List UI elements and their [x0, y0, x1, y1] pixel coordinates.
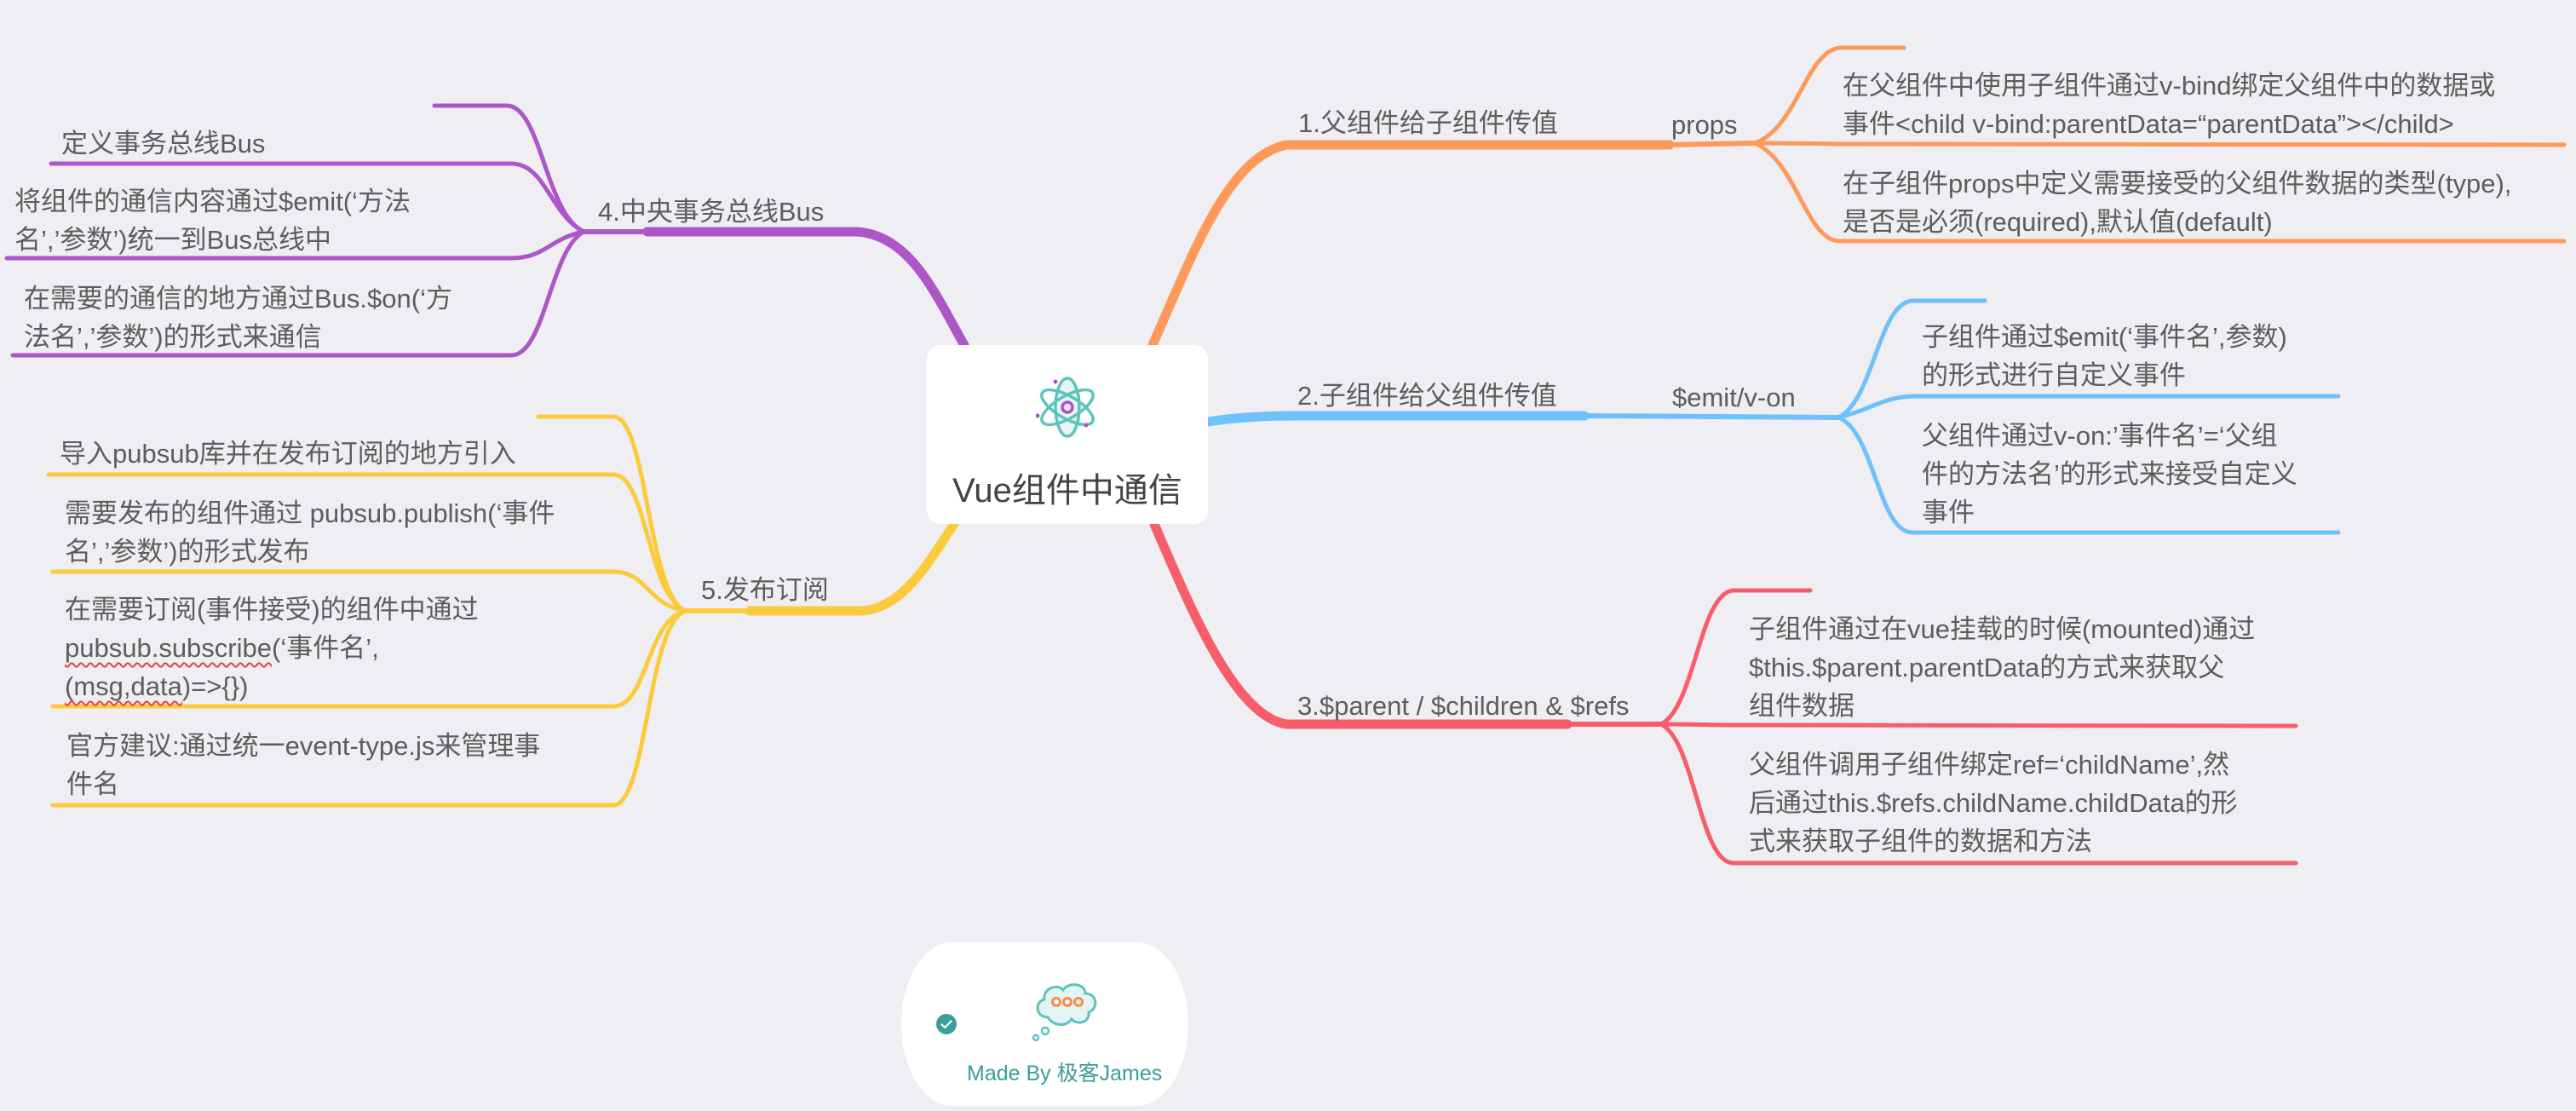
- child-text-line: 导入pubsub库并在发布订阅的地方引入: [60, 439, 516, 469]
- child-text-line: 将组件的通信内容通过$emit(‘方法: [14, 187, 411, 216]
- child-text-line: 件名: [66, 769, 119, 799]
- root-title: Vue组件中通信: [952, 472, 1182, 509]
- child-text-line: 在需要的通信的地方通过Bus.$on(‘方: [24, 284, 452, 314]
- child-text-fragment: (‘事件名’,: [272, 633, 379, 663]
- branch-3-connector: [1149, 519, 2298, 866]
- branch-5-connector: [46, 414, 959, 808]
- child-text-line: $this.$parent.parentData的方式来获取父: [1749, 653, 2225, 682]
- child-text-fragment: )=>{}): [181, 671, 249, 701]
- branch-4-connector: [4, 103, 969, 358]
- branch-2-connector: [1203, 298, 2341, 535]
- child-text-line: 事件<child v-bind:parentData=“parentData”>…: [1843, 109, 2454, 139]
- branch-1-label[interactable]: 1.父组件给子组件传值: [1298, 108, 1558, 138]
- child-text-line: 子组件通过$emit(‘事件名’,参数): [1922, 322, 2287, 352]
- made-by-card[interactable]: Made By 极客James: [901, 942, 1188, 1106]
- child-text-line: 定义事务总线Bus: [61, 129, 266, 158]
- branch-2-label[interactable]: 2.子组件给父组件传值: [1297, 381, 1557, 411]
- child-text-line: 子组件通过在vue挂载的时候(mounted)通过: [1749, 614, 2256, 644]
- child-text-line: 件的方法名’的形式来接受自定义: [1922, 459, 2297, 489]
- thought-cloud-icon: [1032, 983, 1097, 1042]
- branch-3-label[interactable]: 3.$parent / $children & $refs: [1297, 691, 1630, 721]
- child-text-line: 后通过this.$refs.childName.childData的形: [1749, 788, 2238, 818]
- child-text-line: 需要发布的组件通过 pubsub.publish(‘事件: [65, 498, 555, 528]
- child-text-line: 父组件调用子组件绑定ref=‘childName’,然: [1749, 750, 2230, 780]
- child-text-line: 组件数据: [1749, 691, 1854, 721]
- atom-icon: [1036, 377, 1095, 438]
- child-text-line: 事件: [1922, 498, 1975, 527]
- child-text-line: 在父组件中使用子组件通过v-bind绑定父组件中的数据或: [1843, 71, 2496, 101]
- child-text-line: 名’,’参数’)统一到Bus总线中: [14, 225, 332, 255]
- branch-5-label[interactable]: 5.发布订阅: [701, 575, 829, 605]
- check-circle-icon: [936, 1014, 957, 1034]
- branch-2-sub-emit[interactable]: $emit/v-on: [1672, 383, 1796, 412]
- child-text-line: 名’,’参数’)的形式发布: [65, 537, 310, 567]
- root-node[interactable]: Vue组件中通信: [927, 345, 1208, 524]
- child-text-line: pubsub.subscribe(‘事件名’,: [65, 629, 379, 667]
- child-text-line: 是否是必须(required),默认值(default): [1843, 207, 2273, 237]
- made-by-text: Made By 极客James: [967, 1062, 1163, 1085]
- child-text-line: (msg,data)=>{}): [65, 667, 248, 705]
- child-text-line: 在子组件props中定义需要接受的父组件数据的类型(type),: [1843, 169, 2512, 199]
- branch-4-label[interactable]: 4.中央事务总线Bus: [598, 197, 825, 227]
- branch-1-connector: [1147, 45, 2567, 352]
- spellcheck-underlined-text: pubsub.subscribe: [65, 633, 272, 663]
- child-text-line: 父组件通过v-on:’事件名’=‘父组: [1922, 421, 2278, 451]
- branch-1-sub-props[interactable]: props: [1671, 110, 1738, 140]
- child-text-line: 式来获取子组件的数据和方法: [1749, 826, 2092, 856]
- child-text-line: 的形式进行自定义事件: [1922, 360, 2186, 390]
- spellcheck-underlined-text: (msg,data: [65, 671, 182, 701]
- child-text-line: 在需要订阅(事件接受)的组件中通过: [65, 595, 479, 625]
- child-text-line: 官方建议:通过统一event-type.js来管理事: [66, 731, 541, 761]
- child-text-line: 法名’,’参数’)的形式来通信: [24, 322, 322, 352]
